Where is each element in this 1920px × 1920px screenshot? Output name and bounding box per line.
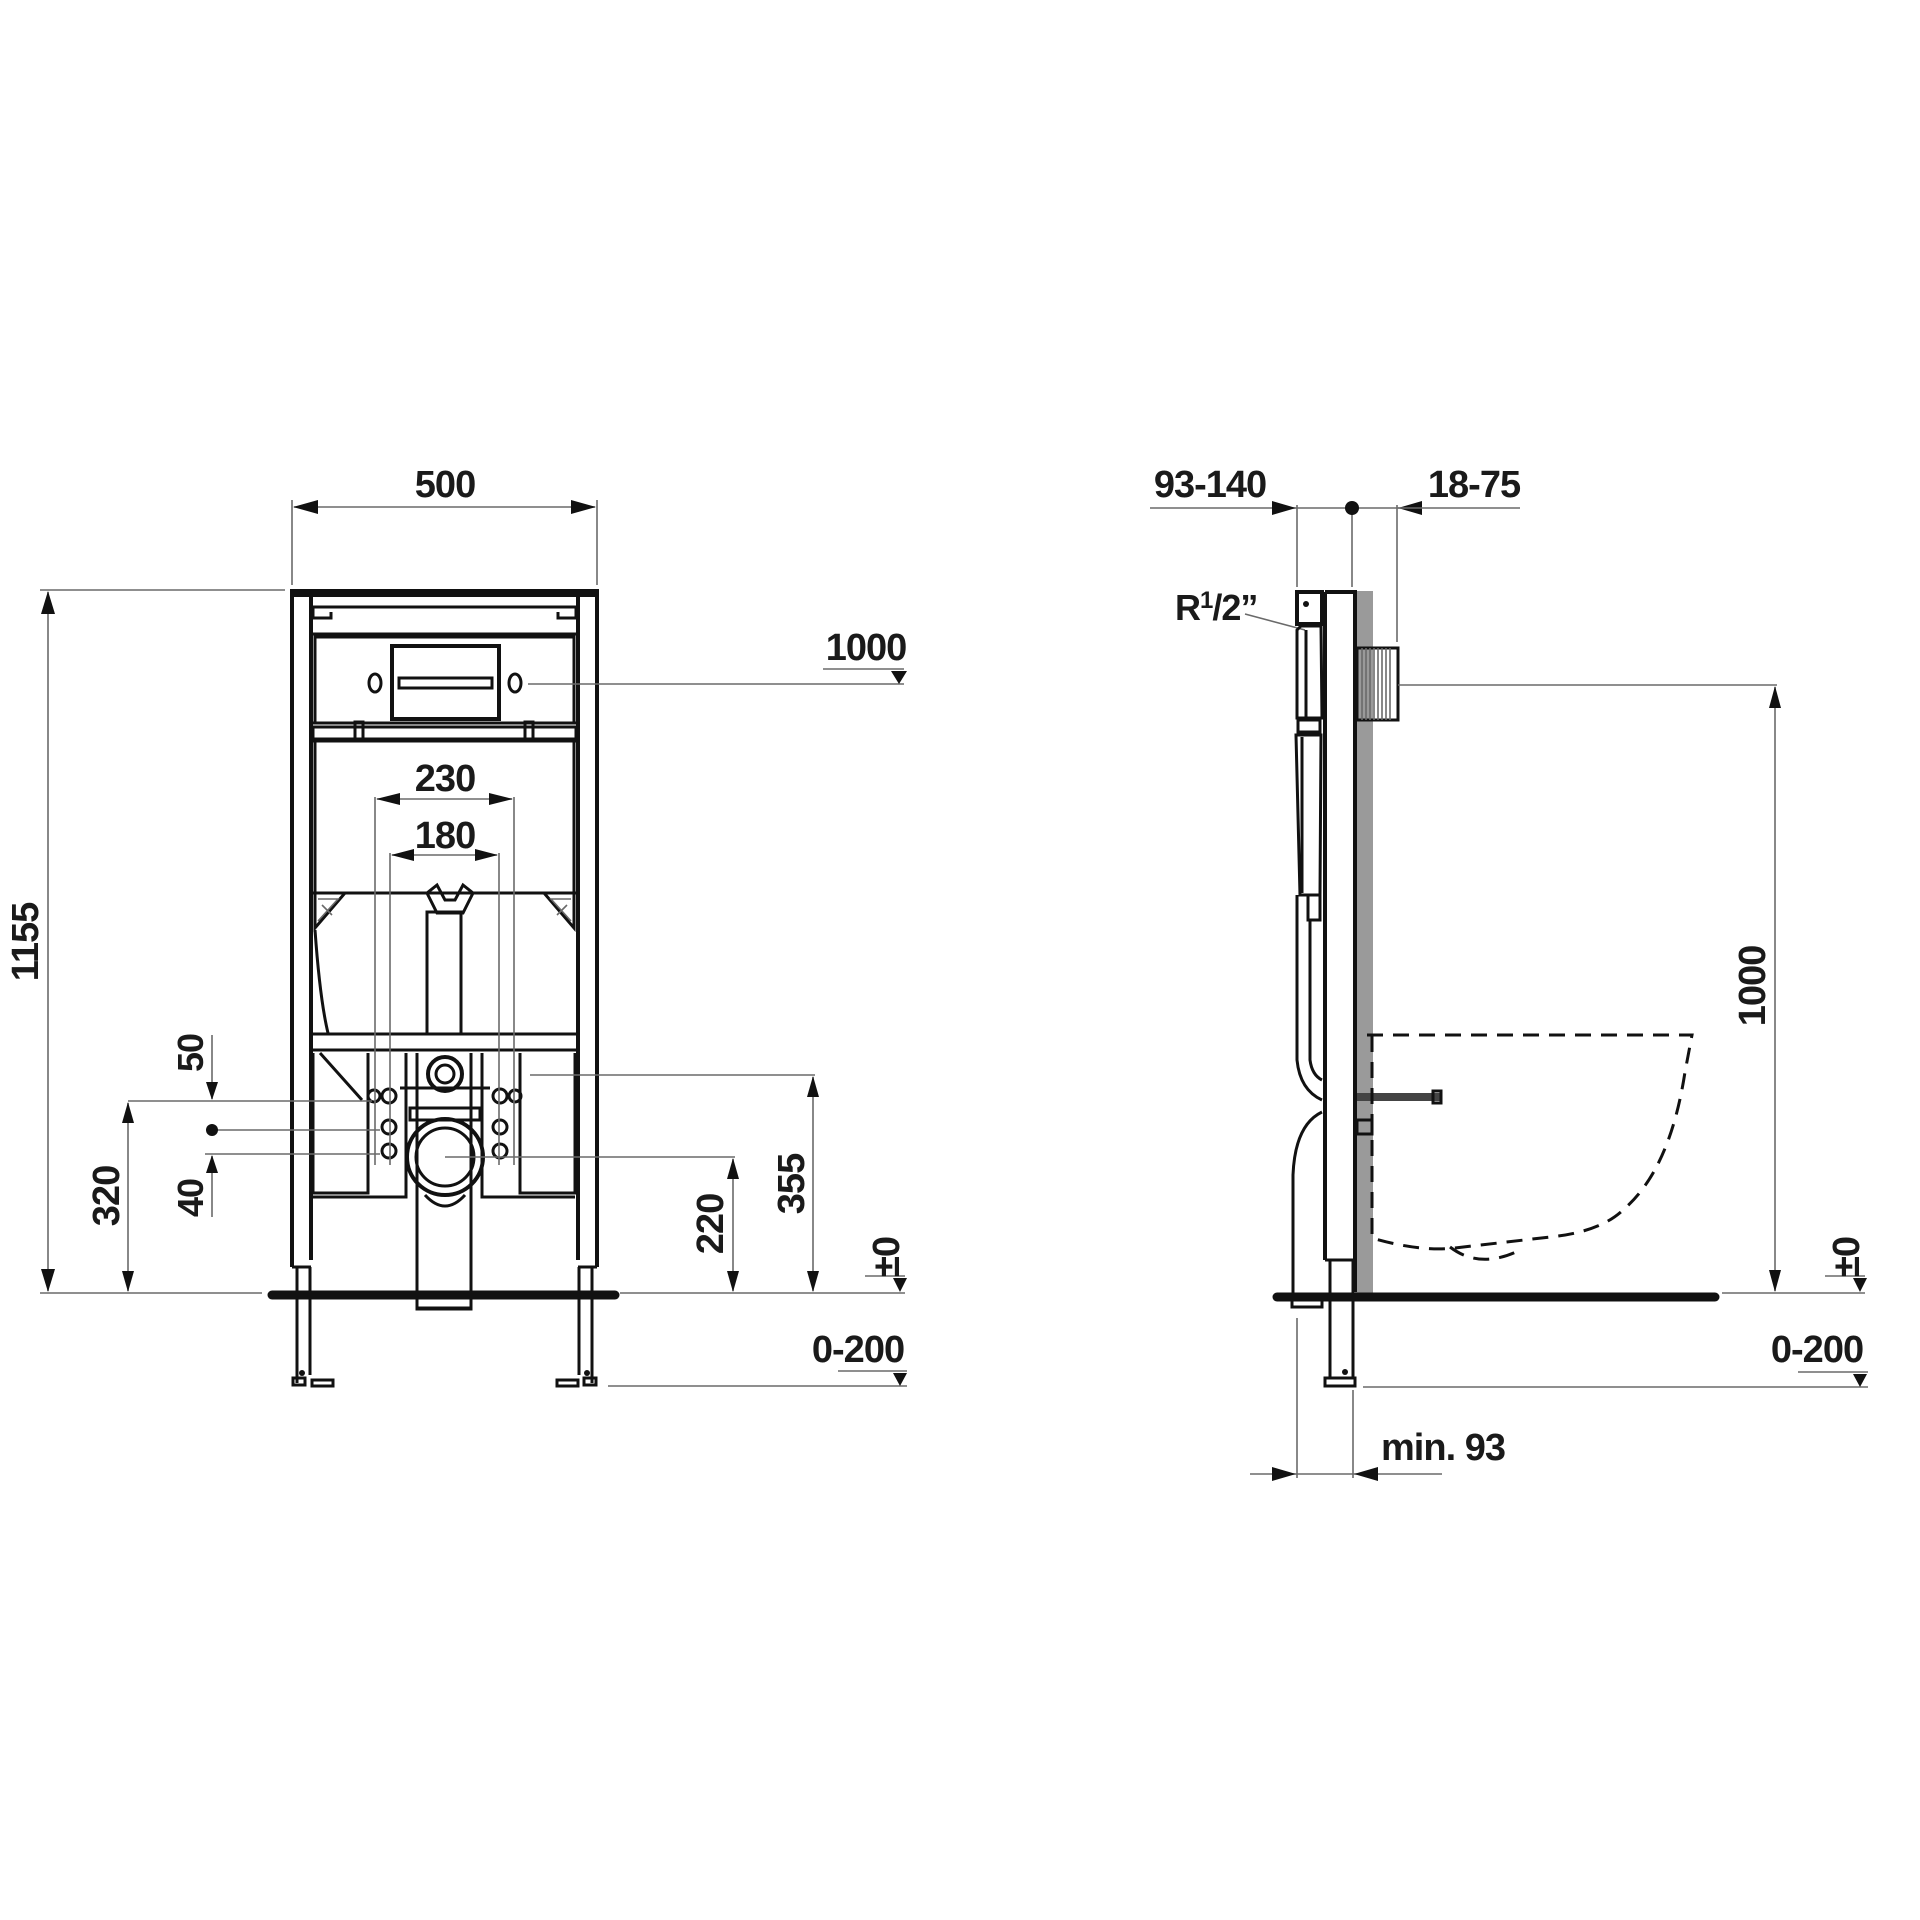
wc-bowl-outline	[1367, 1033, 1694, 1261]
level-marker-icon	[1853, 1278, 1867, 1292]
dimension-320: 320	[86, 1100, 212, 1292]
dimension-offsets: 50 40	[170, 1034, 380, 1217]
thread-label: R1/2”	[1175, 587, 1257, 628]
dim-label-40: 40	[170, 1179, 211, 1217]
supply-pipe-icon	[426, 1055, 464, 1093]
dim-label-1000: 1000	[826, 627, 907, 669]
dim-label-320: 320	[86, 1166, 128, 1226]
front-view: 500 1155	[5, 464, 908, 1388]
dim-label-leg-adjust: 0-200	[812, 1329, 904, 1371]
dim-label-width: 500	[415, 464, 475, 506]
dimension-spacing: 230 180	[374, 758, 515, 1165]
arrow-right-icon	[489, 793, 513, 805]
dim-label-side-leg-adjust: 0-200	[1771, 1329, 1863, 1371]
arrow-down-icon	[41, 1269, 55, 1292]
arrow-right-icon	[1272, 501, 1296, 515]
dim-label-180: 180	[415, 815, 475, 857]
level-marker-icon	[891, 671, 907, 684]
dim-label-min-depth: min. 93	[1381, 1427, 1505, 1469]
dimension-220: 220	[445, 1156, 739, 1292]
arrow-up-icon	[727, 1158, 739, 1179]
arrow-down-icon	[807, 1271, 819, 1292]
dim-label-side-1000: 1000	[1732, 946, 1774, 1027]
dimension-total-height: 1155	[5, 589, 285, 1294]
mounting-bolt	[1357, 1093, 1440, 1101]
arrow-right-icon	[571, 500, 596, 514]
screw-icon	[507, 672, 523, 694]
dim-label-50: 50	[170, 1034, 211, 1072]
dimension-min-depth: min. 93	[1250, 1318, 1506, 1481]
dim-label-230: 230	[415, 758, 475, 800]
marker-floor-level: ±0	[620, 1237, 908, 1294]
level-marker-icon	[1853, 1374, 1867, 1387]
arrow-down-icon	[727, 1271, 739, 1292]
dim-label-355: 355	[771, 1153, 813, 1214]
arrow-down-icon	[1769, 1270, 1781, 1292]
arrow-down-icon	[206, 1082, 218, 1100]
dimension-depth: 93-140 18-75	[1150, 464, 1522, 642]
dimension-355: 355	[530, 1074, 819, 1292]
arrow-up-icon	[807, 1076, 819, 1097]
marker-1000: 1000	[528, 627, 907, 685]
arrow-up-icon	[1769, 686, 1781, 708]
arrow-left-icon	[293, 500, 318, 514]
side-view: 93-140 18-75 R1/2”	[1150, 464, 1868, 1481]
arrow-left-icon	[1354, 1467, 1378, 1481]
dim-label-220: 220	[690, 1194, 732, 1254]
arrow-right-icon	[1272, 1467, 1296, 1481]
frame	[290, 589, 599, 1388]
dimension-width: 500	[291, 464, 598, 585]
arrow-up-icon	[41, 591, 55, 614]
arrow-up-icon	[206, 1155, 218, 1173]
frame-side	[1290, 590, 1443, 1388]
screw-icon	[367, 672, 383, 694]
marker-side-leg-adjust: 0-200	[1363, 1329, 1868, 1388]
level-marker-icon	[893, 1278, 907, 1292]
arrow-left-icon	[376, 793, 400, 805]
dim-label-depth: 93-140	[1154, 464, 1266, 506]
dim-label-total-height: 1155	[5, 902, 47, 981]
marker-side-floor-level: ±0	[1722, 1237, 1868, 1294]
dimension-side-1000: 1000	[1398, 684, 1781, 1292]
arrow-left-icon	[391, 849, 414, 861]
bolt-holes	[366, 1087, 523, 1160]
arrow-right-icon	[475, 849, 498, 861]
dim-label-wall-offset: 18-75	[1428, 464, 1521, 506]
arrow-up-icon	[122, 1102, 134, 1123]
level-marker-icon	[893, 1373, 907, 1386]
dim-label-side-floor: ±0	[1826, 1237, 1868, 1277]
wall	[1355, 591, 1373, 1293]
marker-leg-adjust: 0-200	[608, 1329, 907, 1387]
arrow-down-icon	[122, 1271, 134, 1292]
dim-label-floor: ±0	[866, 1237, 908, 1277]
label-thread: R1/2”	[1175, 587, 1306, 631]
